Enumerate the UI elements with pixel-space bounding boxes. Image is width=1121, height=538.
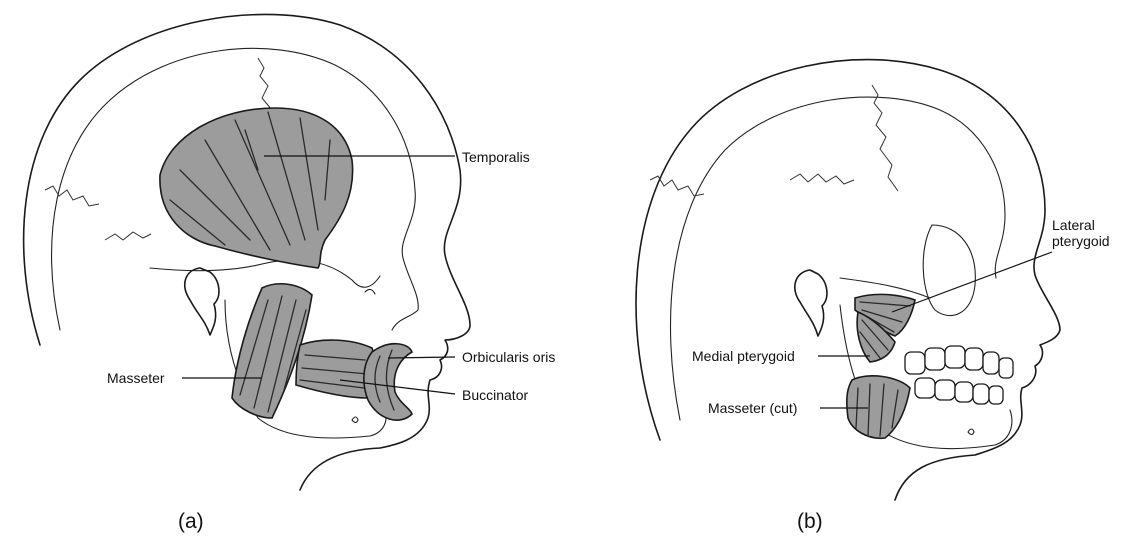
teeth: [905, 346, 1013, 404]
masseter-cut-muscle: [847, 376, 910, 438]
label-masseter: Masseter: [107, 370, 165, 386]
label-orbicularis-oris: Orbicularis oris: [462, 349, 555, 365]
panel-b-orbit: [923, 225, 975, 316]
caption-panel-b: (b): [797, 510, 823, 534]
temporalis-muscle: [160, 108, 353, 268]
panel-b-head: [636, 60, 1060, 500]
orbicularis-oris-muscle: [364, 344, 412, 420]
panel-b-head-outline: [636, 60, 1060, 500]
leader-lateral-pterygoid: [892, 252, 1052, 312]
panel-b-skull: [670, 97, 1005, 420]
caption-panel-a: (a): [178, 510, 204, 534]
label-medial-pterygoid: Medial pterygoid: [692, 348, 795, 364]
label-buccinator: Buccinator: [462, 387, 528, 403]
panel-b-ear: [795, 270, 827, 336]
panel-b-sutures: [650, 85, 898, 196]
panel-a-orbit: [365, 289, 375, 294]
buccinator-muscle: [296, 340, 375, 398]
panel-a-mental-foramen: [352, 417, 358, 423]
label-lateral-pterygoid-line1: Lateral: [1052, 217, 1095, 233]
label-temporalis: Temporalis: [462, 149, 530, 165]
panel-b-mental-foramen: [968, 429, 974, 435]
label-lateral-pterygoid-line2: pterygoid: [1052, 233, 1110, 249]
panel-a-ear: [185, 268, 219, 335]
label-masseter-cut: Masseter (cut): [708, 400, 797, 416]
